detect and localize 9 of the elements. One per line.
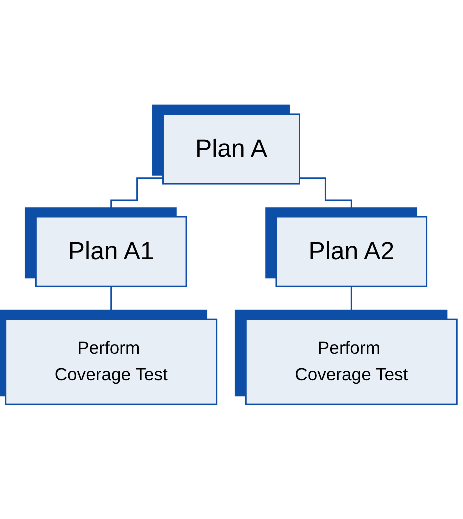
node-box: Plan A1 [35, 216, 188, 288]
connector [350, 286, 352, 320]
node-box: Perform Coverage Test [5, 318, 218, 406]
connector [300, 178, 352, 218]
node-box: Plan A2 [276, 216, 428, 288]
node-box: Perform Coverage Test [245, 318, 458, 406]
node-box: Plan A [162, 114, 300, 185]
connector [110, 178, 164, 218]
connector [110, 286, 112, 320]
